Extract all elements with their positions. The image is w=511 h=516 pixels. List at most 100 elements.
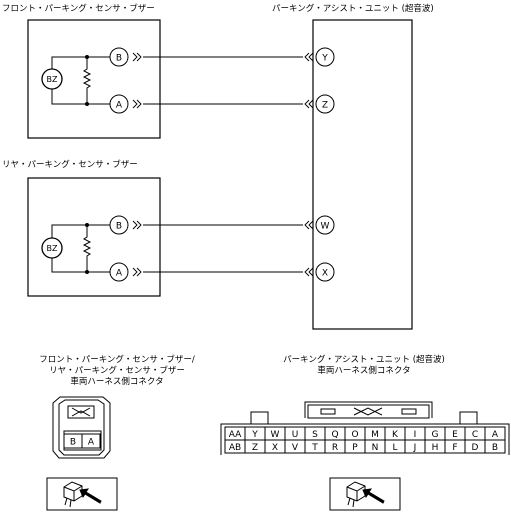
buzzer-connector-caption-2: リヤ・パーキング・センサ・ブザー [49,365,185,376]
unit-connector-pin-label: U [292,430,299,440]
front-buzzer-module: BZ B A [27,19,161,139]
unit-connector-outline [220,423,510,455]
chevron-rear-a [132,267,142,277]
unit-connector-latch-mark [353,407,383,416]
unit-connector-pin-label: N [372,443,379,453]
chevron-front-a [132,99,142,109]
unit-connector-pin-label: J [413,443,417,453]
rear-buzzer-module: BZ B A [27,177,161,297]
unit-connector-top-row: AA Y W U S Q O M K I G E C A [229,430,499,440]
front-buzzer-wire-b [51,56,110,69]
buzzer-connector-latch [67,405,95,419]
parking-assist-unit: Y Z W X [312,19,413,330]
unit-connector-pin-label: X [272,443,278,453]
chevron-unit-y [304,52,314,62]
unit-pin-w-label: W [321,222,330,232]
unit-connector-column-dividers [244,427,486,453]
buzzer-view-plug [63,481,83,502]
buzzer-connector-caption-1: フロント・パーキング・センサ・ブザー/ [39,354,195,365]
unit-view-direction-icon [329,477,401,511]
unit-view-plug-edges [346,485,366,501]
unit-connector-pin-label: W [271,430,280,440]
front-pin-b-label: B [116,54,122,64]
front-buzzer-box [27,19,161,139]
unit-connector-pin-label: A [492,430,499,440]
unit-pin-y-label: Y [321,54,328,64]
unit-connector-pin-label: K [392,430,399,440]
unit-connector-top-housing [304,401,433,418]
unit-box [312,19,413,330]
unit-connector-pin-label: Y [251,430,258,440]
unit-pin-x [315,262,335,282]
buzzer-view-wires [64,497,72,508]
chevron-unit-z [304,99,314,109]
unit-connector-face [220,401,510,455]
unit-view-arrow [362,488,385,504]
unit-connector-pin-label: E [452,430,458,440]
front-pin-a [109,94,129,114]
buzzer-connector-pin-cell-a [81,433,101,449]
unit-connector-pin-label: H [432,443,439,453]
unit-pin-z [315,94,335,114]
unit-connector-pin-label: AB [229,443,241,453]
unit-connector-pin-label: M [371,430,379,440]
unit-connector-pin-label: O [351,430,358,440]
unit-pin-z-label: Z [322,101,328,111]
chevron-rear-b [132,220,142,230]
front-buzzer-wire-a [51,89,110,105]
rear-pin-a-label: A [116,269,123,279]
unit-connector-key-left [250,411,269,425]
unit-connector-key-right [459,411,478,425]
unit-connector-pin-label: S [312,430,318,440]
unit-view-plug [346,481,366,502]
unit-connector-pin-label: P [352,443,358,453]
front-pin-b [109,47,129,67]
buzzer-view-direction-icon [46,477,118,511]
unit-connector-pin-label: G [432,430,439,440]
unit-connector-caption-1: パーキング・アシスト・ユニット (超音波) [283,354,445,365]
rear-pin-a [109,262,129,282]
buzzer-connector-face [52,396,111,459]
chevron-unit-w [304,220,314,230]
rear-buzzer-title: リヤ・パーキング・センサ・ブザー [2,159,138,170]
unit-connector-pin-label: F [452,443,457,453]
unit-pin-y [315,47,335,67]
rear-buzzer-wire-b [51,224,110,238]
front-buzzer-symbol-label: BZ [47,75,58,84]
buzzer-connector-inner [58,399,105,456]
front-buzzer-title: フロント・パーキング・センサ・ブザー [2,3,155,14]
front-resistor [82,57,92,104]
unit-connector-latch-tab-left [320,408,336,415]
unit-connector-pin-label: Z [252,443,258,453]
unit-connector-pin-label: I [414,430,417,440]
unit-view-frame [329,477,401,511]
rear-pin-b-label: B [116,222,122,232]
unit-connector-pin-label: Q [331,430,338,440]
unit-connector-pin-label: V [292,443,299,453]
buzzer-connector-pin-b: B [70,438,76,448]
unit-connector-pin-label: C [472,430,478,440]
harness-wires [132,52,314,277]
rear-buzzer-box [27,177,161,297]
buzzer-connector-caption-3: 車両ハーネス側コネクタ [70,376,163,387]
unit-view-wires [347,497,355,508]
front-pin-a-label: A [116,101,123,111]
rear-pin-b [109,215,129,235]
buzzer-view-frame [46,477,118,511]
unit-connector-pin-label: D [472,443,479,453]
rear-buzzer-symbol-label: BZ [47,244,58,253]
buzzer-connector-pin-a: A [88,438,95,448]
unit-connector-caption-2: 車両ハーネス側コネクタ [317,365,410,376]
buzzer-view-arrow [79,488,102,504]
chevron-unit-x [304,267,314,277]
unit-connector-latch-tab-right [401,408,417,415]
unit-pin-x-label: X [322,269,328,279]
rear-buzzer-wire-a [51,258,110,273]
chevron-front-b [132,52,142,62]
buzzer-connector-body [52,396,111,459]
unit-connector-pin-label: AA [229,430,242,440]
unit-pin-w [315,215,335,235]
buzzer-view-plug-edges [63,485,83,501]
unit-connector-pin-label: T [311,443,318,453]
